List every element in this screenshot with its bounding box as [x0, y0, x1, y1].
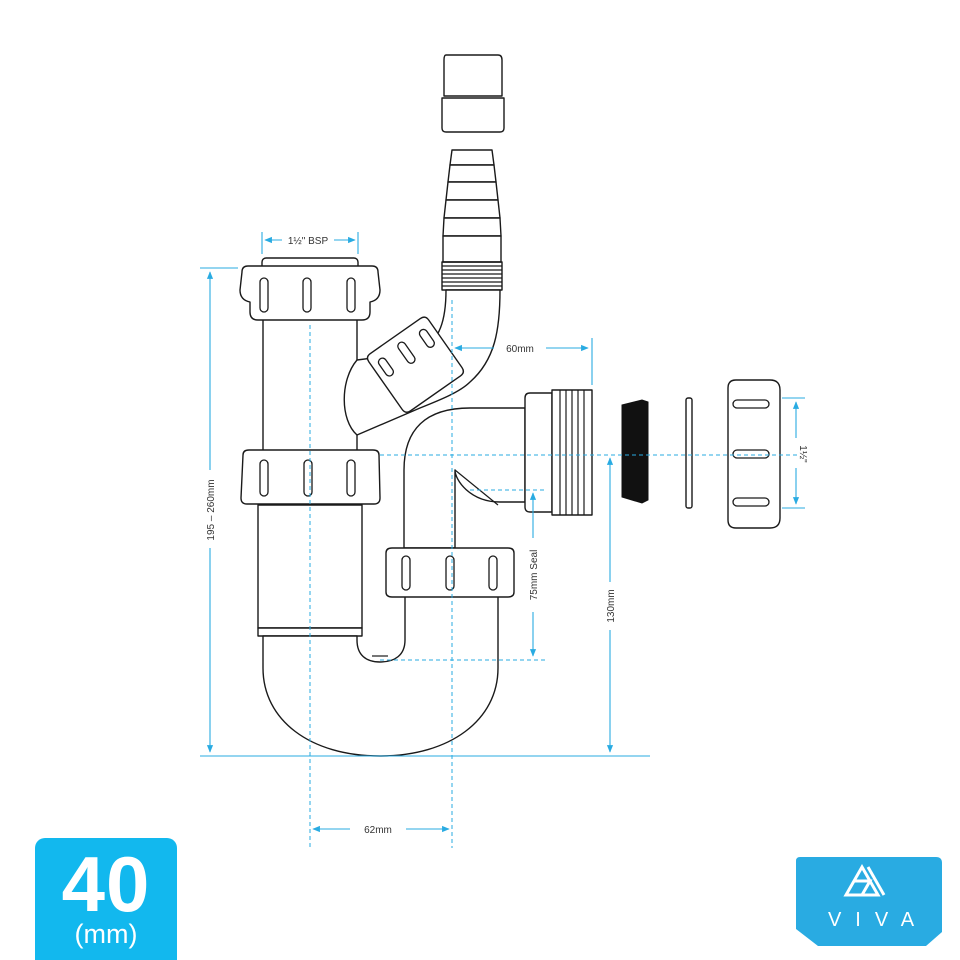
bsp-thread-label: 1½" BSP	[288, 236, 329, 247]
dimension-lines	[200, 232, 805, 848]
riser-pipe	[403, 407, 526, 549]
brand-logo: VIVA	[796, 857, 944, 946]
outlet-size-label: 1½"	[797, 445, 808, 463]
u-bend	[262, 589, 499, 757]
inlet-offset-label: 60mm	[506, 344, 534, 355]
threaded-outlet	[524, 389, 593, 516]
outlet-height-label: 130mm	[606, 589, 617, 622]
hose-cap	[441, 54, 505, 133]
flat-washer	[685, 397, 693, 509]
seal-depth-label: 75mm Seal	[529, 550, 540, 601]
brand-logo-shape	[796, 857, 942, 946]
outlet-nut	[727, 379, 781, 529]
hose-barb	[441, 149, 503, 291]
hose-inlet-nut	[366, 316, 465, 413]
size-badge: 40 (mm)	[35, 838, 177, 960]
lower-nut	[385, 547, 515, 598]
triangle-logo-icon	[843, 863, 886, 897]
brand-name: VIVA	[827, 909, 929, 931]
horizontal-offset-label: 62mm	[364, 825, 392, 836]
top-nut	[239, 265, 381, 321]
height-range-label: 195 – 260mm	[206, 479, 217, 540]
size-badge-unit: (mm)	[74, 919, 138, 949]
size-badge-value: 40	[61, 840, 151, 928]
cone-washer	[621, 399, 649, 504]
